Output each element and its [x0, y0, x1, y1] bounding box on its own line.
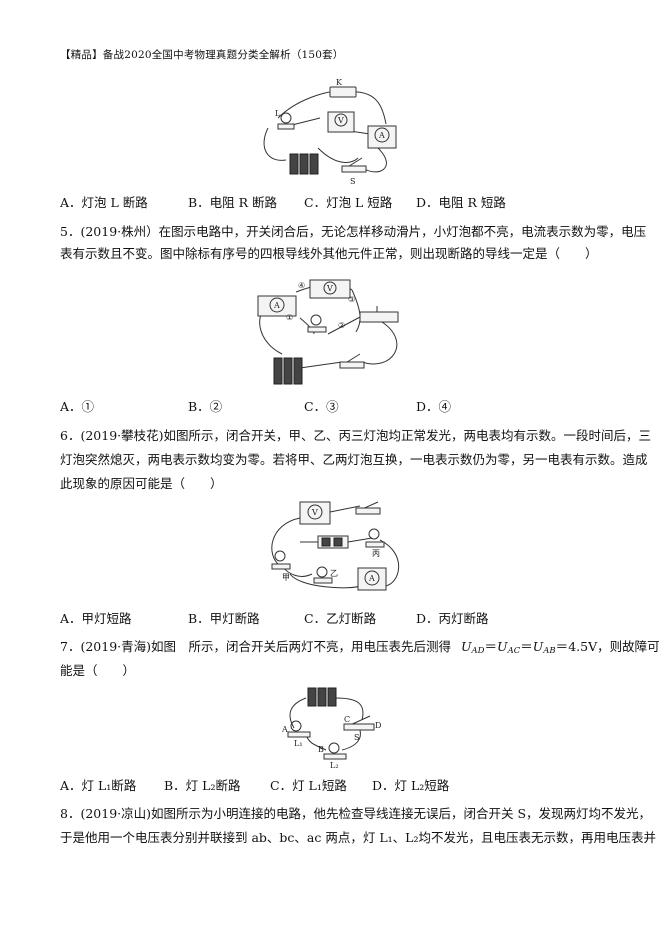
q5-option-b[interactable]: B．② — [188, 399, 223, 414]
q7-option-a[interactable]: A．灯 L₁断路 — [60, 778, 137, 793]
q7-sub-ad: AD — [471, 646, 485, 656]
q7-u-symbol-2: U — [497, 639, 508, 654]
q5-label-wire-3: ③ — [348, 295, 355, 304]
page-header: 【精品】备战2020全国中考物理真题分类全解析（150套） — [60, 49, 344, 61]
q7-stem-line1: 7．(2019·青海)如图 所示，闭合开关后两灯不亮，用电压表先后测得 UAD＝… — [60, 636, 660, 656]
q6-stem-line2: 灯泡突然熄灭，两电表示数均变为零。若将甲、乙两灯泡互换，一电表示数仍为零，另一电… — [60, 452, 648, 467]
q4-option-d[interactable]: D．电阻 R 短路 — [416, 195, 506, 210]
q7-label-c: C — [344, 715, 350, 724]
q6-option-d[interactable]: D．丙灯断路 — [416, 611, 489, 626]
q6-option-a[interactable]: A．甲灯短路 — [60, 611, 132, 626]
q7-label-s: S — [354, 733, 359, 742]
q5-label-a: A — [273, 301, 280, 310]
q4-circuit-svg: K L S V A — [263, 78, 397, 186]
q4-label-k: K — [336, 78, 343, 87]
q5-label-v: V — [326, 284, 333, 293]
q4-option-c[interactable]: C．灯泡 L 短路 — [304, 195, 393, 210]
q6-stem-line3: 此现象的原因可能是（ ） — [60, 476, 223, 491]
q6-circuit-svg: 甲 乙 丙 V A — [271, 501, 400, 591]
q7-u-ad: UAD — [460, 639, 485, 656]
q4-label-s: S — [350, 177, 355, 186]
q5-option-d[interactable]: D．④ — [416, 399, 452, 414]
q5-option-c[interactable]: C．③ — [304, 399, 339, 414]
q6-label-bing: 丙 — [372, 549, 380, 558]
q8-stem-line1: 8．(2019·凉山)如图所示为小明连接的电路，他先检查导线连接无误后，闭合开关… — [60, 806, 652, 821]
q5-circuit-figure: ① ② ③ ④ A V — [252, 272, 412, 390]
q7-circuit-figure: A B C D S L₁ L₂ — [278, 684, 388, 770]
q7-circuit-svg: A B C D S L₁ L₂ — [281, 687, 381, 770]
q6-stem-line1: 6．(2019·攀枝花)如图所示，闭合开关，甲、乙、丙三灯泡均正常发光，两电表均… — [60, 428, 651, 443]
q5-label-wire-2: ② — [338, 321, 345, 330]
q7-sub-ac: AC — [507, 646, 521, 656]
q6-label-a: A — [368, 574, 375, 583]
q4-label-a: A — [378, 131, 385, 140]
q7-sub-ab: AB — [543, 646, 556, 656]
q7-label-l2: L₂ — [330, 761, 339, 770]
q6-option-b[interactable]: B．甲灯断路 — [188, 611, 260, 626]
q7-stem-text-b: ，则故障可 — [597, 639, 660, 654]
q7-u-ac: UAC — [497, 639, 521, 656]
q5-circuit-svg: ① ② ③ ④ A V — [257, 279, 399, 385]
q7-label-a: A — [281, 725, 288, 734]
q7-option-c[interactable]: C．灯 L₁短路 — [270, 778, 347, 793]
q7-u-symbol-1: U — [460, 639, 472, 654]
q7-eq-1: ＝ — [484, 639, 498, 654]
q8-stem-line2: 于是他用一个电压表分别并联接到 ab、bc、ac 两点，灯 L₁、L₂均不发光，… — [60, 830, 656, 845]
q5-option-a[interactable]: A．① — [60, 399, 95, 414]
q7-stem-line2: 能是（ ） — [60, 663, 136, 678]
q7-stem-text-a: 7．(2019·青海)如图 所示，闭合开关后两灯不亮，用电压表先后测得 — [60, 639, 451, 654]
q7-option-b[interactable]: B．灯 L₂断路 — [164, 778, 241, 793]
q6-circuit-figure: 甲 乙 丙 V A — [260, 494, 410, 604]
q6-option-c[interactable]: C．乙灯断路 — [304, 611, 377, 626]
q7-eq-2: ＝ — [520, 639, 533, 654]
q4-circuit-figure: K L S V A — [258, 78, 408, 188]
q5-label-wire-1: ① — [286, 313, 293, 322]
q7-label-b: B — [318, 745, 324, 754]
q6-label-v: V — [311, 508, 318, 517]
q7-u-ab: UAB — [532, 639, 556, 656]
q7-u-symbol-3: U — [532, 639, 544, 654]
q4-label-v: V — [337, 116, 344, 125]
q5-stem-line2: 表有示数且不变。图中除标有序号的四根导线外其他元件正常，则出现断路的导线一定是（… — [60, 246, 598, 261]
q5-stem-line1: 5．(2019·株州）在图示电路中，开关闭合后，无论怎样移动滑片，小灯泡都不亮，… — [60, 224, 647, 239]
q6-label-jia: 甲 — [282, 573, 290, 582]
q4-label-l: L — [275, 109, 281, 118]
q7-option-d[interactable]: D．灯 L₂短路 — [372, 778, 450, 793]
q4-option-b[interactable]: B．电阻 R 断路 — [188, 195, 278, 210]
q5-label-wire-4: ④ — [298, 281, 305, 290]
q7-eq-3: ＝ — [555, 639, 569, 654]
q7-voltage-value: 4.5V — [568, 639, 598, 654]
q7-label-l1: L₁ — [294, 739, 303, 748]
q6-label-yi: 乙 — [330, 569, 338, 578]
q4-option-a[interactable]: A．灯泡 L 断路 — [60, 195, 148, 210]
q7-label-d: D — [375, 721, 381, 730]
